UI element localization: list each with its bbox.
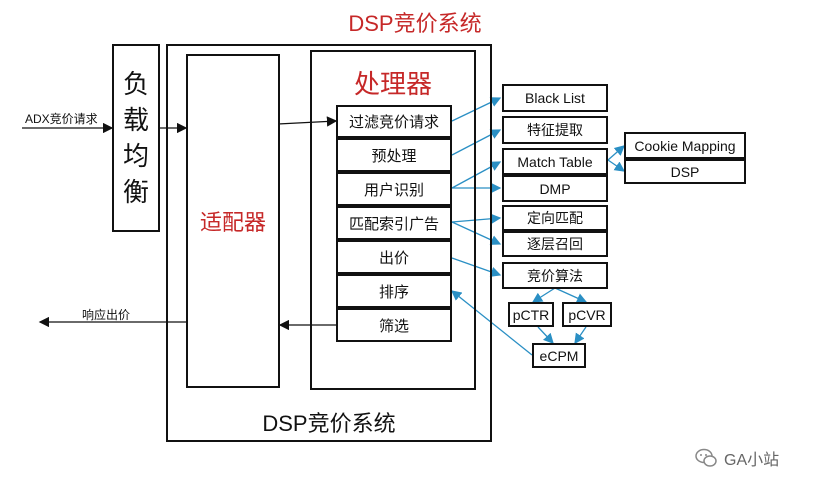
adapter-box: 适配器: [186, 54, 280, 388]
step-preprocess: 预处理: [336, 138, 452, 172]
step-selection: 筛选: [336, 308, 452, 342]
adapter-label: 适配器: [199, 210, 266, 235]
dmp-box: DMP: [502, 175, 608, 202]
pctr-box: pCTR: [508, 302, 554, 327]
ecpm-box: eCPM: [532, 343, 586, 368]
load-balancer-char: 均: [122, 141, 149, 171]
arrow-adapter-to-filter: [277, 116, 338, 127]
input-label: ADX竞价请求: [25, 112, 98, 126]
load-balancer-char: 载: [122, 105, 149, 135]
bidding-algorithm-box: 竞价算法: [502, 262, 608, 289]
targeting-box: 定向匹配: [502, 205, 608, 231]
feature-extraction-box: 特征提取: [502, 116, 608, 144]
pcvr-box: pCVR: [562, 302, 612, 327]
load-balancer-char: 衡: [122, 177, 149, 207]
output-label: 响应出价: [82, 308, 131, 322]
watermark: GA小站: [694, 446, 779, 470]
diagram-title: DSP竞价系统: [348, 11, 482, 36]
step-bid: 出价: [336, 240, 452, 274]
load-balancer-char: 负: [122, 69, 149, 99]
dsp-system-label: DSP竞价系统: [262, 411, 396, 436]
step-ranking: 排序: [336, 274, 452, 308]
step-user-identification: 用户识别: [336, 172, 452, 206]
step-filter: 过滤竞价请求: [336, 105, 452, 138]
processor-box: [310, 50, 476, 390]
processor-title: 处理器: [353, 69, 432, 99]
match-table-box: Match Table: [502, 148, 608, 175]
step-ad-matching: 匹配索引广告: [336, 206, 452, 240]
dsp-box: DSP: [624, 159, 746, 184]
recall-box: 逐层召回: [502, 231, 608, 257]
cookie-mapping-box: Cookie Mapping: [624, 132, 746, 159]
load-balancer-box: 负 载 均 衡: [112, 44, 160, 232]
wechat-icon: [695, 448, 717, 467]
black-list-box: Black List: [502, 84, 608, 112]
dsp-system-box: [166, 44, 492, 442]
